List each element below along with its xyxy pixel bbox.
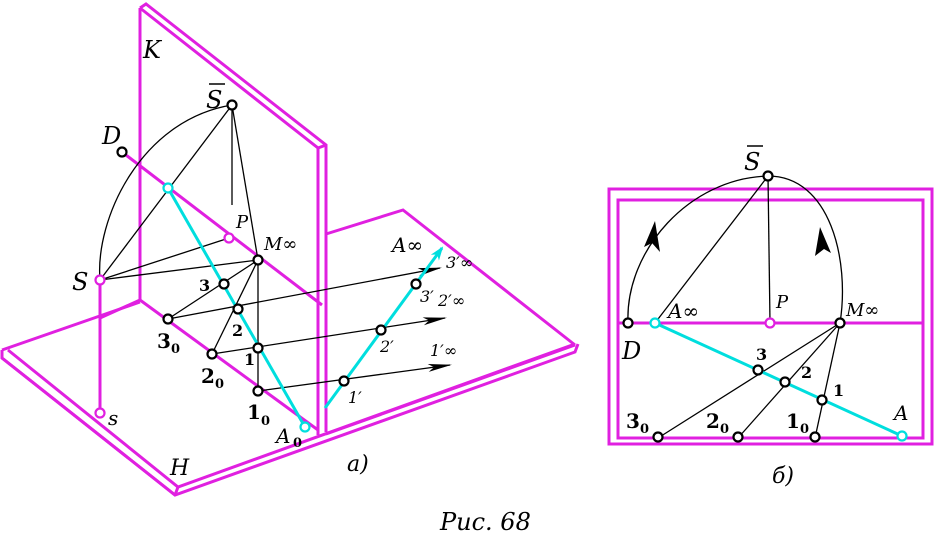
label-2-0-right: 2 [706, 409, 720, 433]
arc-arrow-left [644, 221, 660, 252]
label-1-0-sub-right: 0 [800, 422, 809, 437]
label-s: S [72, 268, 88, 296]
label-2-prime-inf: 2′∞ [437, 291, 465, 310]
label-3-0-sub-right: 0 [640, 422, 649, 437]
label-a0-sub: 0 [293, 436, 302, 451]
label-h: H [169, 456, 190, 481]
label-2-0-sub-right: 0 [720, 422, 729, 437]
label-3-prime-inf: 3′∞ [446, 253, 473, 272]
arc-arrow-right [815, 227, 831, 256]
label-m-inf: M∞ [263, 234, 297, 255]
label-3-prime: 3′ [420, 287, 434, 306]
points-left [94, 99, 422, 433]
label-a0: A [274, 424, 290, 448]
label-2-right: 2 [801, 363, 812, 382]
label-s-bar: S [206, 86, 222, 114]
figure-caption: Рис. 68 [439, 508, 531, 535]
label-s-bar-right: S [744, 148, 760, 176]
sublabel-b: б) [772, 464, 794, 489]
construction-lines [98, 104, 452, 392]
construction-lines-right [627, 175, 844, 439]
label-2-prime: 2′ [379, 337, 394, 356]
label-1: 1 [244, 350, 255, 369]
label-1-prime: 1′ [348, 388, 362, 407]
label-d: D [101, 122, 121, 150]
label-3-right: 3 [756, 345, 767, 364]
label-3-0-sub: 0 [171, 342, 180, 357]
picture-plane-k [138, 2, 328, 435]
horizon-line [121, 150, 323, 307]
label-3-0: 3 [157, 329, 171, 353]
right-drawing: S A∞ P M∞ D 3 2 1 3 0 2 0 1 0 A б) [607, 145, 934, 489]
label-2: 2 [232, 321, 243, 340]
label-1-0-sub: 0 [261, 414, 270, 429]
cyan-line-right [654, 321, 903, 438]
label-1-right: 1 [833, 381, 844, 400]
station-foot [99, 298, 141, 320]
label-1-prime-inf: 1′∞ [430, 341, 457, 360]
sublabel-a: а) [347, 452, 369, 477]
label-3-0-right: 3 [626, 409, 640, 433]
points-right [622, 170, 908, 443]
label-1-0-right: 1 [786, 409, 800, 433]
label-1-0: 1 [247, 400, 261, 424]
label-a-inf: A∞ [390, 233, 423, 257]
side-plane [325, 208, 576, 436]
label-a-right: A [892, 401, 908, 425]
label-a-inf-right: A∞ [666, 299, 699, 323]
left-drawing: K S D P M∞ S s 3 2 1 3 0 2 0 1 0 A 0 H A… [0, 2, 580, 497]
label-d-right: D [621, 337, 641, 365]
label-p-right: P [775, 292, 789, 313]
label-s-lower: s [108, 406, 118, 430]
label-p: P [235, 212, 249, 233]
label-m-inf-right: M∞ [845, 300, 879, 321]
label-2-0-sub: 0 [215, 377, 224, 392]
label-k: K [142, 36, 163, 64]
label-3: 3 [199, 276, 210, 295]
picture-frame [607, 187, 934, 446]
label-2-0: 2 [201, 364, 215, 388]
